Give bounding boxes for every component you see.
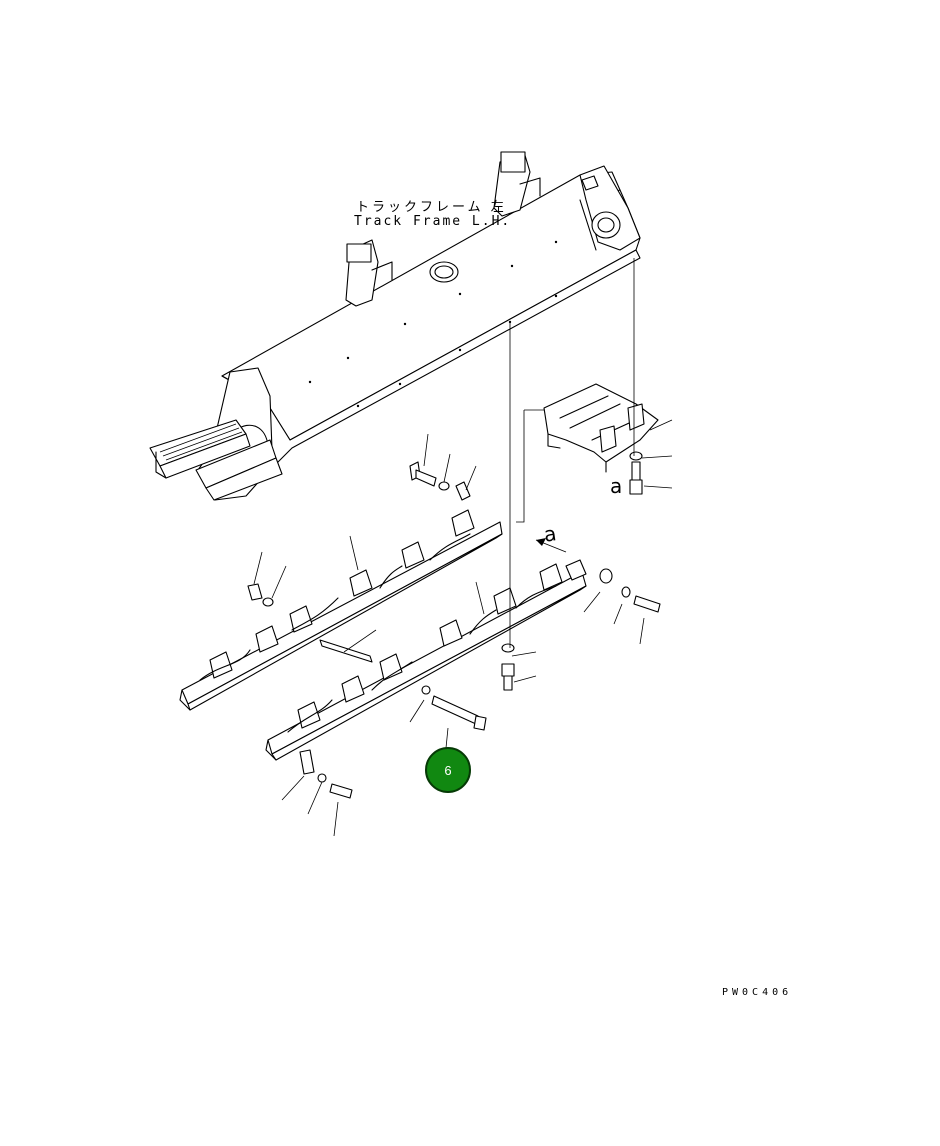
part-callout-6[interactable]: 6 [425, 747, 471, 793]
guard-bracket [543, 383, 659, 473]
track-frame-title-en: Track Frame L.H. [354, 214, 512, 229]
track-frame-title-jp: トラックフレーム 左 [356, 200, 507, 215]
reference-label-a: a [610, 474, 623, 498]
leader-lines [253, 258, 673, 837]
track-frame [149, 151, 641, 501]
track-guard-inner [179, 509, 503, 711]
drawing-code: PW0C406 [722, 987, 793, 998]
track-guard-outer [265, 559, 587, 761]
fasteners [247, 451, 661, 799]
